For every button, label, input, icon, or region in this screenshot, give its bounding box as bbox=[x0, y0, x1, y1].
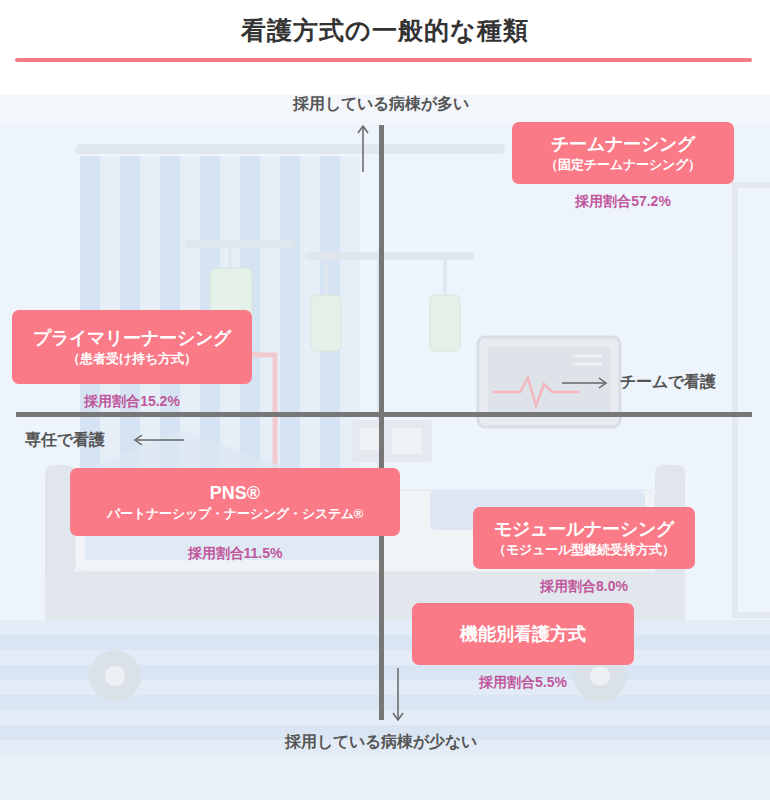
method-box: プライマリーナーシング（患者受け持ち方式）採用割合15.2% bbox=[12, 310, 252, 384]
adoption-rate: 採用割合57.2% bbox=[492, 193, 754, 211]
method-box: モジュールナーシング（モジュール型継続受持方式）採用割合8.0% bbox=[473, 507, 695, 569]
method-box: PNS®パートナーシップ・ナーシング・システム®採用割合11.5% bbox=[70, 468, 400, 536]
title-underline bbox=[15, 58, 752, 62]
adoption-rate: 採用割合15.2% bbox=[0, 393, 272, 411]
method-name: プライマリーナーシング bbox=[33, 327, 231, 350]
adoption-rate: 採用割合11.5% bbox=[50, 545, 420, 563]
method-name: チームナーシング bbox=[551, 133, 695, 156]
method-subtitle: （モジュール型継続受持方式） bbox=[493, 541, 675, 558]
axis-label: 採用している病棟が多い bbox=[293, 94, 469, 115]
adoption-rate: 採用割合5.5% bbox=[392, 674, 654, 692]
method-name: 機能別看護方式 bbox=[460, 623, 586, 646]
method-subtitle: パートナーシップ・ナーシング・システム® bbox=[107, 505, 364, 522]
adoption-rate: 採用割合8.0% bbox=[453, 578, 715, 596]
direction-arrows bbox=[135, 126, 606, 720]
diagram-title: 看護方式の一般的な種類 bbox=[0, 14, 770, 47]
method-box: 機能別看護方式採用割合5.5% bbox=[412, 603, 634, 665]
axis-label: チームで看護 bbox=[620, 372, 716, 393]
method-subtitle: （固定チームナーシング） bbox=[545, 156, 701, 173]
method-box: チームナーシング（固定チームナーシング）採用割合57.2% bbox=[512, 122, 734, 184]
axis-label: 専任で看護 bbox=[25, 430, 105, 451]
axis-label: 採用している病棟が少ない bbox=[285, 732, 477, 753]
method-subtitle: （患者受け持ち方式） bbox=[67, 350, 197, 367]
method-name: PNS® bbox=[210, 482, 260, 505]
quadrant-axes bbox=[16, 125, 752, 720]
method-name: モジュールナーシング bbox=[494, 518, 674, 541]
